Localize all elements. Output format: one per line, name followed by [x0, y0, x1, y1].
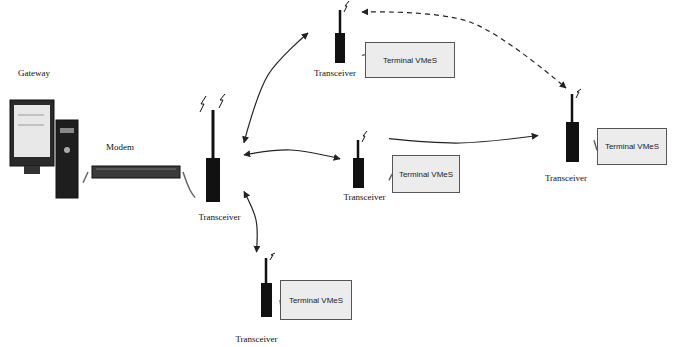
- radio-body: [206, 158, 220, 202]
- antenna: [357, 140, 360, 160]
- screen-line: [18, 115, 44, 116]
- radio-body: [566, 122, 579, 162]
- signal-mark: [362, 131, 367, 142]
- antenna: [212, 110, 215, 160]
- node-label: Terminal VMeS: [605, 142, 659, 151]
- device-node: Transceiver: [195, 100, 244, 222]
- node-label: Transceiver: [314, 68, 356, 78]
- terminal-box: Terminal VMeS: [280, 280, 352, 320]
- radio-body: [335, 33, 345, 63]
- radio-link: [244, 150, 340, 159]
- node-label: Transceiver: [235, 334, 277, 344]
- computer-tower: [56, 120, 78, 198]
- modem-detail: [96, 169, 176, 170]
- radio-body: [261, 283, 272, 317]
- radio-link: [244, 192, 257, 253]
- device-node: Transceiver: [232, 252, 281, 344]
- node-label: Terminal VMeS: [383, 56, 437, 65]
- node-label: Transceiver: [545, 173, 587, 183]
- cable: [83, 172, 88, 183]
- terminal-box: Terminal VMeS: [365, 42, 455, 78]
- drive-bay: [60, 128, 74, 133]
- signal-mark: [270, 253, 275, 260]
- signal-mark: [219, 94, 225, 108]
- dashed-link: [362, 12, 566, 88]
- signal-mark: [576, 89, 581, 98]
- radio-link: [389, 136, 538, 144]
- power-button: [64, 147, 70, 153]
- radio-link: [244, 33, 308, 143]
- terminal-box: Terminal VMeS: [597, 128, 667, 165]
- node-label: Terminal VMeS: [289, 296, 343, 305]
- node-label: Transceiver: [198, 212, 240, 222]
- antenna: [265, 258, 268, 285]
- node-label: Modem: [106, 142, 134, 152]
- modem-device: [92, 166, 180, 178]
- monitor-stand: [24, 166, 40, 174]
- node-label: Transceiver: [343, 192, 385, 202]
- terminal-box: Terminal VMeS: [392, 155, 460, 193]
- node-label: Terminal VMeS: [399, 170, 453, 179]
- monitor-screen: [14, 105, 50, 157]
- device-node: Transceiver: [538, 88, 594, 183]
- device-node: Transceiver: [308, 3, 362, 78]
- signal-mark: [200, 96, 206, 112]
- screen-line: [18, 125, 44, 126]
- node-label: Gateway: [18, 68, 50, 78]
- antenna: [339, 10, 342, 35]
- device-node: Transceiver: [340, 130, 389, 202]
- antenna: [571, 94, 574, 125]
- device-node: Gateway: [8, 68, 83, 203]
- device-node: Modem: [88, 142, 183, 182]
- cable: [183, 172, 195, 198]
- radio-body: [353, 158, 364, 188]
- signal-mark: [344, 1, 349, 12]
- monitor-frame: [10, 100, 54, 166]
